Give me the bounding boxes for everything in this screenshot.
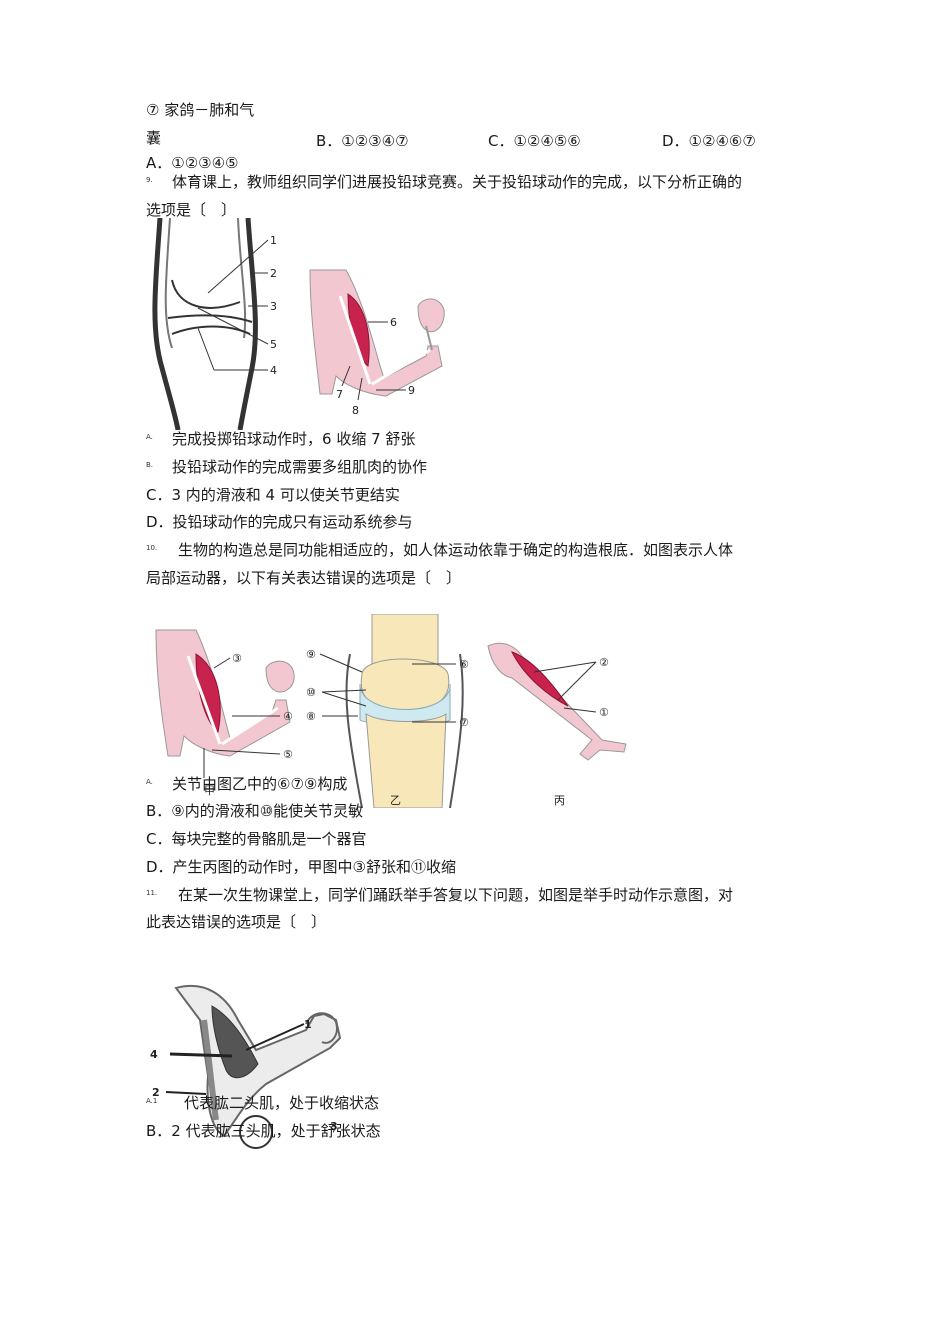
knee-label-5: 5 [270, 338, 277, 351]
q9-option-a-marker: A. [146, 433, 153, 441]
q8-option-7: ⑦ 家鸽－肺和气 [146, 101, 255, 119]
q9-stem-line1: 体育课上，教师组织同学们进展投铅球竞赛。关于投铅球动作的完成，以下分析正确的 [172, 173, 743, 191]
q9-option-a: 完成投掷铅球动作时，6 收缩 7 舒张 [172, 430, 416, 448]
yi-label-10: ⑩ [306, 686, 316, 699]
joint-figure-yi: ⑨ ⑩ ⑧ ⑥ ⑦ 乙 [306, 614, 469, 808]
raised-arm-label-2: 2 [152, 1086, 160, 1099]
bing-caption: 丙 [554, 794, 565, 807]
arm-label-9: 9 [408, 384, 415, 397]
yi-caption: 乙 [390, 794, 401, 807]
q9-option-c: C．3 内的滑液和 4 可以使关节更结实 [146, 486, 400, 504]
q11-stem-line1: 在某一次生物课堂上，同学们踊跃举手答复以下问题，如图是举手时动作示意图，对 [178, 886, 734, 904]
q11-number: 11. [146, 889, 158, 897]
arm-figure-jia: ③ ④ ⑤ 甲 [155, 629, 295, 797]
yi-label-8: ⑧ [306, 710, 316, 723]
jia-label-4: ④ [283, 710, 293, 723]
arm-muscle-figure: 6 7 8 9 [309, 269, 445, 417]
q10-stem-line2: 局部运动器，以下有关表达错误的选项是〔 〕 [146, 569, 462, 587]
q11-option-a: 代表肱二头肌，处于收缩状态 [184, 1094, 380, 1112]
q9-option-b-marker: B. [146, 461, 154, 469]
jia-label-5: ⑤ [283, 748, 293, 761]
raised-arm-figure: 1 4 2 3 [150, 984, 342, 1149]
q10-option-b: B．⑨内的滑液和⑩能使关节灵敏 [146, 802, 364, 820]
knee-label-2: 2 [270, 267, 277, 280]
q10-stem-line1: 生物的构造总是同功能相适应的，如人体运动依靠于确定的构造根底．如图表示人体 [178, 541, 734, 559]
q9-option-d: D．投铅球动作的完成只有运动系统参与 [146, 513, 413, 531]
bing-label-1: ① [599, 706, 609, 719]
q11-option-b: B．2 代表肱三头肌，处于舒张状态 [146, 1122, 381, 1140]
knee-joint-figure: 1 2 3 5 4 [152, 218, 277, 430]
yi-label-6: ⑥ [459, 658, 469, 671]
q9-option-b: 投铅球动作的完成需要多组肌肉的协作 [172, 458, 428, 476]
q8-choice-b: B．①②③④⑦ [316, 132, 409, 150]
q10-option-c: C．每块完整的骨骼肌是一个器官 [146, 830, 367, 848]
jia-caption: 甲 [204, 784, 215, 797]
q10-option-a-marker: A. [146, 778, 153, 786]
q10-number: 10. [146, 544, 158, 552]
bing-label-2: ② [599, 656, 609, 669]
yi-label-7: ⑦ [459, 716, 469, 729]
raised-arm-label-3: 3 [330, 1120, 338, 1133]
q11-option-a-marker: A.1 [146, 1097, 158, 1105]
raised-arm-label-4: 4 [150, 1048, 158, 1061]
knee-label-4: 4 [270, 364, 277, 377]
knee-label-1: 1 [270, 234, 277, 247]
arm-label-7: 7 [336, 388, 343, 401]
q10-option-d: D．产生丙图的动作时，甲图中③舒张和⑪收缩 [146, 858, 456, 876]
jia-label-3: ③ [232, 652, 242, 665]
q8-option-7-cont: 囊 [146, 129, 162, 147]
q8-choice-d: D．①②④⑥⑦ [662, 132, 756, 150]
q11-stem-line2: 此表达错误的选项是〔 〕 [146, 913, 327, 931]
q10-option-a: 关节由图乙中的⑥⑦⑨构成 [172, 775, 348, 793]
q8-choice-a: A．①②③④⑤ [146, 154, 239, 172]
q8-choice-c: C．①②④⑤⑥ [488, 132, 581, 150]
yi-label-9: ⑨ [306, 648, 316, 661]
raised-arm-label-1: 1 [304, 1018, 312, 1031]
q9-number: 9. [146, 176, 153, 184]
arm-figure-bing: ② ① 丙 [487, 642, 627, 807]
arm-label-6: 6 [390, 316, 397, 329]
q9-stem-line2: 选项是〔 〕 [146, 201, 237, 219]
knee-label-3: 3 [270, 300, 277, 313]
arm-label-8: 8 [352, 404, 359, 417]
